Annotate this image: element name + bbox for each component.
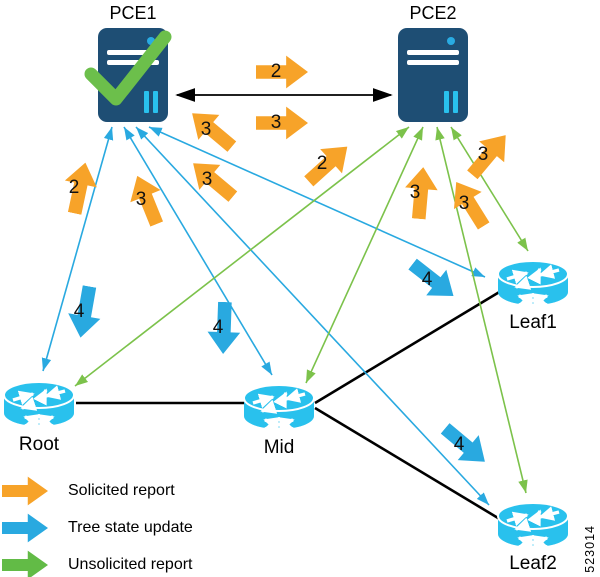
step-number: 3 [477, 144, 489, 165]
unsolicited-line-pce2-root [74, 126, 410, 387]
power-led-icon [447, 37, 455, 45]
router-icon [497, 501, 569, 549]
root-label: Root [18, 434, 60, 455]
tree-state-update-arrow: 4 [206, 301, 242, 354]
step-number: 3 [409, 182, 421, 203]
solicited-report-arrow: 3 [256, 106, 308, 140]
legend-item-tree-update: Tree state update [2, 513, 193, 543]
power-led-icon [147, 37, 155, 45]
drive-slot-icon [444, 91, 449, 113]
step-number: 3 [458, 193, 470, 214]
pce2-node [398, 28, 468, 122]
legend-label: Unsolicited report [68, 556, 193, 573]
legend-item-solicited: Solicited report [2, 476, 175, 506]
step-number: 4 [73, 301, 85, 322]
step-number: 4 [212, 317, 224, 338]
server-icon [398, 28, 468, 122]
router-icon [497, 259, 569, 307]
unsolicited-line-pce2-mid [305, 126, 424, 384]
mid-node [243, 383, 315, 436]
step-number: 3 [135, 189, 147, 210]
figure-number: 523014 [583, 525, 597, 573]
leaf2-node [497, 501, 569, 554]
mid-label: Mid [263, 437, 295, 458]
unsolicited-arrow-icon [2, 550, 48, 577]
step-number: 4 [453, 434, 465, 455]
pce1-label: PCE1 [109, 3, 157, 23]
drive-slot-icon [153, 91, 158, 113]
solicited-report-arrow: 3 [402, 166, 440, 221]
solicited-report-arrow: 2 [256, 55, 308, 89]
step-number: 3 [270, 112, 282, 133]
leaf1-node [497, 259, 569, 312]
link-mid-leaf1 [314, 286, 507, 405]
legend-item-unsolicited: Unsolicited report [2, 550, 193, 577]
step-number: 2 [270, 61, 282, 82]
tree-update-arrow-icon [2, 513, 48, 543]
leaf2-label: Leaf2 [509, 553, 557, 574]
drive-slot-icon [453, 91, 458, 113]
step-number: 3 [200, 119, 212, 140]
vent-bar-icon [407, 50, 459, 55]
step-number: 3 [201, 169, 213, 190]
legend-label: Tree state update [68, 519, 193, 536]
drive-slot-icon [144, 91, 149, 113]
step-number: 2 [68, 177, 80, 198]
router-icon [243, 383, 315, 431]
pce2-label: PCE2 [409, 3, 457, 23]
unsolicited-line-pce2-leaf1 [450, 126, 529, 252]
step-number: 2 [316, 153, 328, 174]
vent-bar-icon [407, 60, 459, 65]
step-number: 4 [421, 269, 433, 290]
router-icon [3, 380, 75, 428]
pce1-node [84, 28, 172, 122]
solicited-arrow-icon [2, 476, 48, 506]
vent-bar-icon [107, 50, 159, 55]
server-icon [98, 28, 168, 122]
vent-bar-icon [107, 60, 159, 65]
root-node [3, 380, 75, 433]
leaf1-label: Leaf1 [509, 312, 557, 333]
legend-label: Solicited report [68, 482, 175, 499]
